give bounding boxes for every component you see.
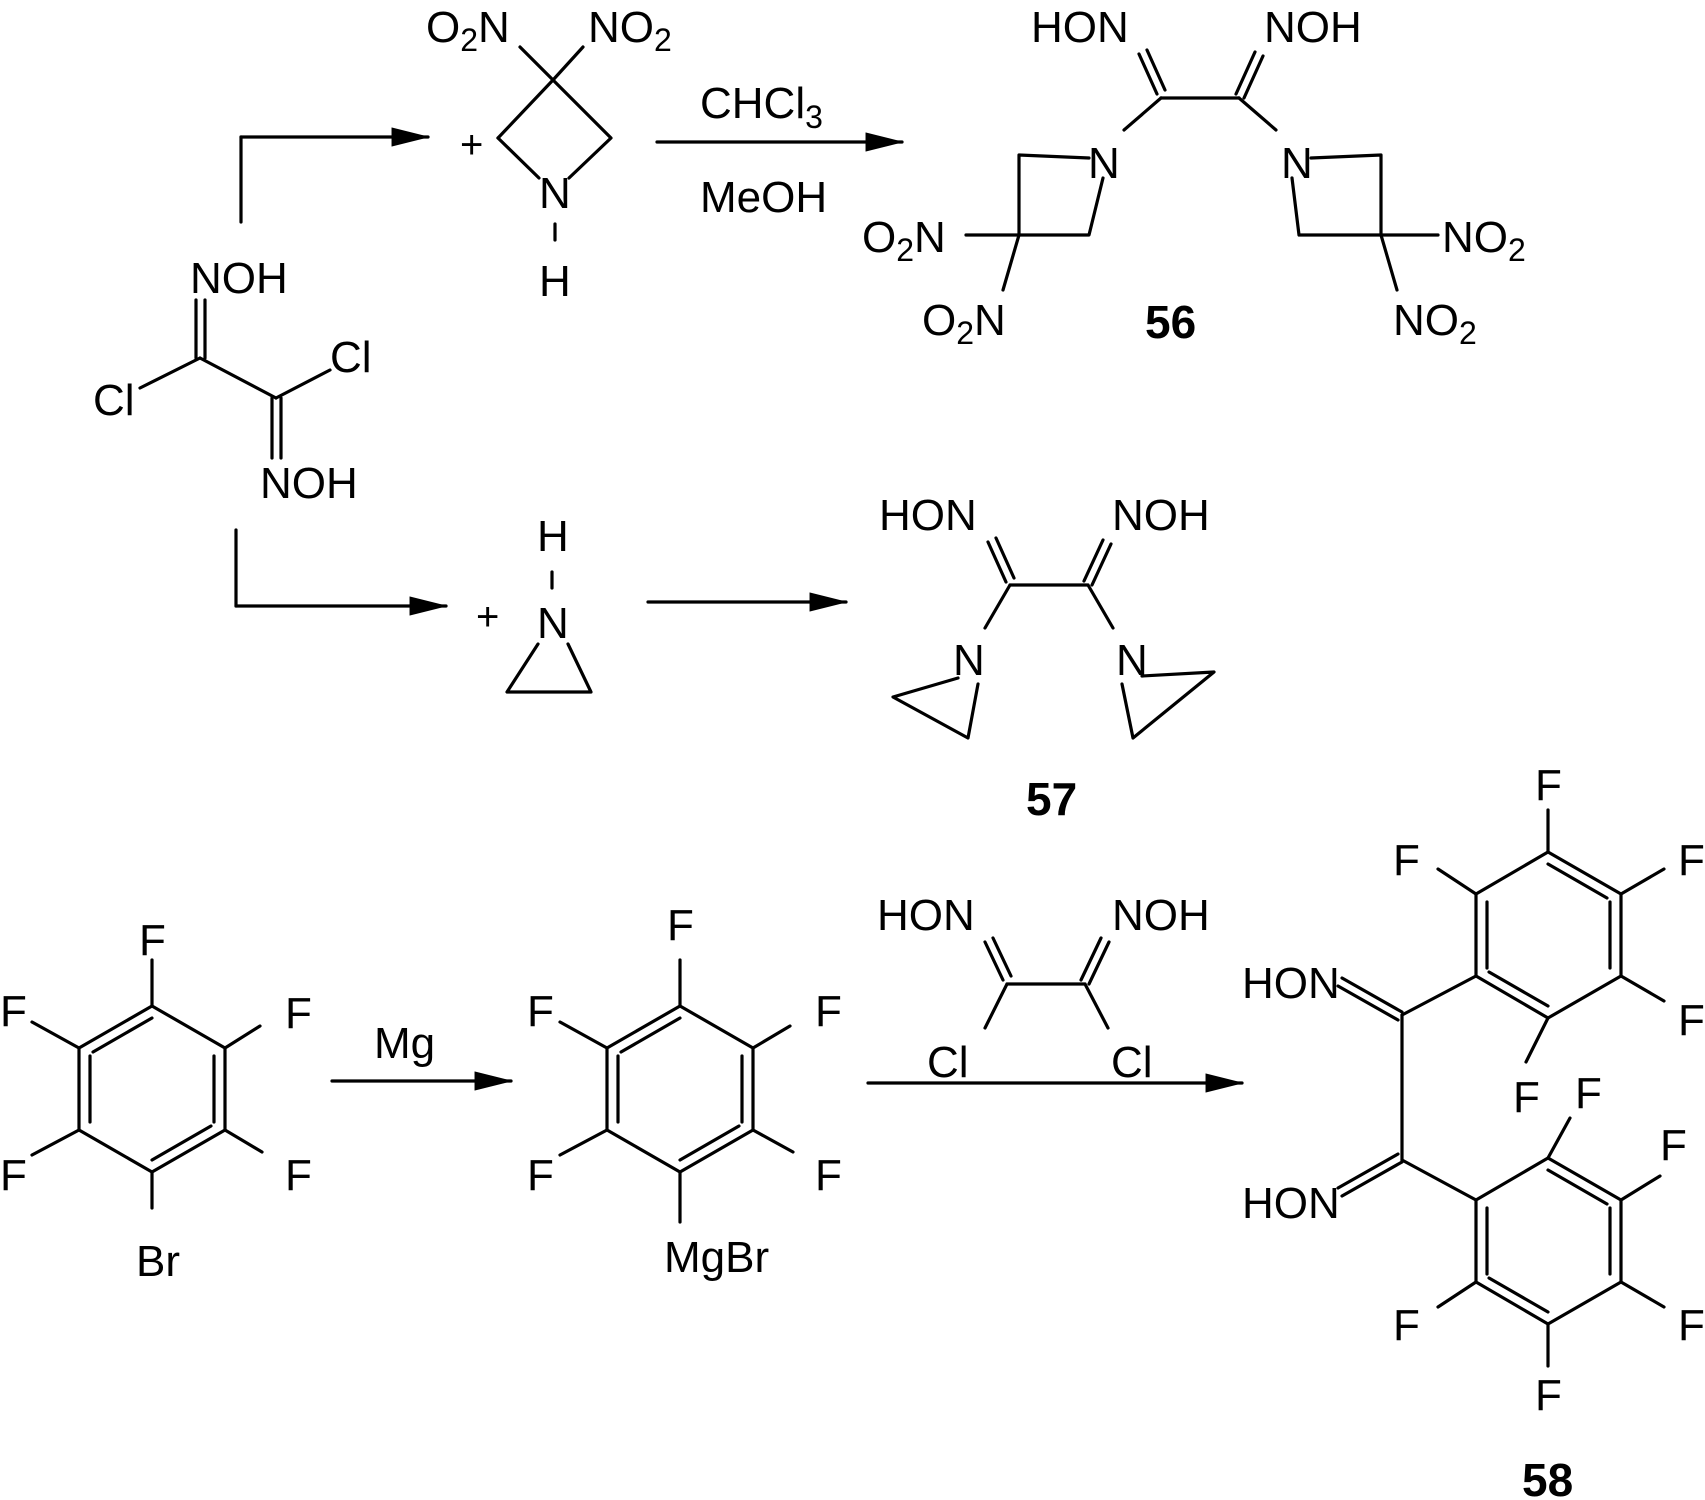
f-label: F: [1575, 1069, 1602, 1118]
aziridine-reagent: + H N: [476, 512, 593, 694]
no2-group: NO2: [1442, 213, 1526, 268]
n-label: N: [1088, 139, 1120, 188]
condition-meoh: MeOH: [700, 173, 827, 222]
br-label: Br: [136, 1237, 180, 1286]
noh-label: NOH: [190, 254, 288, 303]
n-label: N: [1281, 139, 1313, 188]
no2-group: NO2: [1393, 296, 1477, 351]
hon-label: HON: [877, 891, 975, 940]
f-label: F: [1535, 1371, 1562, 1420]
dichloroglyoxime-reagent: HON NOH Cl Cl: [877, 891, 1210, 1087]
dinitroazetidine-reagent: + N H O2N NO2: [426, 3, 672, 306]
hon-label: HON: [879, 491, 977, 540]
f-label: F: [285, 1151, 312, 1200]
o2n-group: O2N: [862, 213, 946, 268]
bromopentafluorobenzene: F F F F F Br: [0, 916, 312, 1286]
cl-label: Cl: [330, 333, 372, 382]
no2-group: NO2: [588, 3, 672, 58]
dichloroglyoxime-reactant: NOH Cl Cl NOH: [93, 254, 372, 508]
o2n-group: O2N: [922, 296, 1006, 351]
condition-mg: Mg: [374, 1019, 435, 1068]
compound-number-58: 58: [1522, 1454, 1573, 1500]
f-label: F: [1513, 1073, 1540, 1122]
plus-sign: +: [476, 595, 499, 639]
noh-label: NOH: [260, 459, 358, 508]
hon-label: HON: [1242, 959, 1340, 1008]
f-label: F: [1678, 836, 1705, 885]
n-label: N: [1116, 636, 1148, 685]
compound-56-structure: HON NOH N N O2N O2N NO2 NO2 56: [862, 3, 1526, 351]
f-label: F: [527, 1151, 554, 1200]
compound-number-56: 56: [1145, 296, 1196, 348]
f-label: F: [527, 987, 554, 1036]
cl-label: Cl: [93, 376, 135, 425]
compound-number-57: 57: [1026, 773, 1077, 825]
cl-label: Cl: [1111, 1038, 1153, 1087]
n-label: N: [953, 636, 985, 685]
f-label: F: [1678, 996, 1705, 1045]
f-label: F: [139, 916, 166, 965]
h-label: H: [537, 512, 569, 561]
f-label: F: [1660, 1121, 1687, 1170]
noh-label: NOH: [1112, 891, 1210, 940]
hon-label: HON: [1031, 3, 1129, 52]
f-label: F: [1393, 1301, 1420, 1350]
condition-chcl3: CHCl3: [700, 79, 823, 135]
f-label: F: [0, 987, 27, 1036]
f-label: F: [815, 987, 842, 1036]
noh-label: NOH: [1112, 491, 1210, 540]
f-label: F: [815, 1151, 842, 1200]
h-label: H: [539, 257, 571, 306]
f-label: F: [1678, 1301, 1705, 1350]
compound-58-structure: HON HON F F F F F F F F F F 58: [1242, 761, 1705, 1500]
cl-label: Cl: [927, 1038, 969, 1087]
o2n-group: O2N: [426, 3, 510, 58]
n-label: N: [537, 599, 569, 648]
f-label: F: [0, 1151, 27, 1200]
f-label: F: [1535, 761, 1562, 810]
plus-sign: +: [460, 123, 483, 167]
f-label: F: [1393, 836, 1420, 885]
grignard-reagent: F F F F F MgBr: [527, 901, 842, 1282]
compound-57-structure: HON NOH N N 57: [879, 491, 1216, 825]
f-label: F: [667, 901, 694, 950]
mgbr-label: MgBr: [664, 1233, 769, 1282]
hon-label: HON: [1242, 1179, 1340, 1228]
noh-label: NOH: [1264, 3, 1362, 52]
f-label: F: [285, 989, 312, 1038]
n-label: N: [539, 169, 571, 218]
